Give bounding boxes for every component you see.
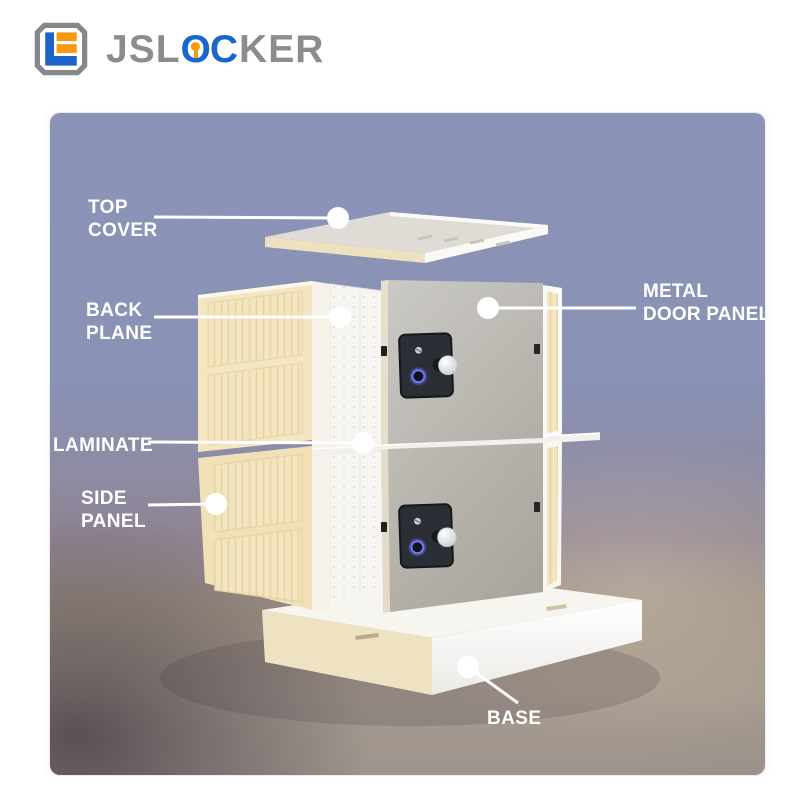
callout-label-line: TOP [88,197,128,218]
callout-label-line: LAMINATE [53,435,153,456]
keyhole-icon [190,41,200,51]
top-cover-3d [265,212,548,263]
wordmark-right: KER [239,27,325,71]
callout-label-line: METAL [643,281,709,302]
leader-dots [205,207,499,678]
leader-dot-top-cover [327,207,349,229]
callout-base: BASE [487,707,541,730]
callout-label-line: SIDE [81,488,127,509]
callout-label-line: PANEL [81,511,146,532]
locker-exploded-view-image: TOP COVER BACK PLANE METAL DOOR PANEL LA… [50,113,765,775]
cabinet-frame-3d [543,285,562,592]
callout-label-line: BACK [86,300,143,321]
callout-label-line: DOOR PANEL [643,304,765,325]
base-3d [262,578,642,695]
wordmark-lock-monogram: OC [180,27,238,71]
locker-3d-render [147,207,660,726]
leader-line-laminate [147,440,364,445]
callout-label-line: PLANE [86,323,153,344]
leader-dot-laminate [352,432,374,454]
leader-dot-back-plane [329,306,351,328]
callout-back-plane: BACK PLANE [86,299,152,345]
callout-label-line: COVER [88,220,158,241]
locker-logo-icon [33,21,89,77]
smart-lock-upper [398,332,458,399]
callout-side-panel: SIDE PANEL [81,487,146,533]
leader-dot-base [457,656,479,678]
callout-metal-door-panel: METAL DOOR PANEL [643,280,765,326]
callout-laminate: LAMINATE [53,434,153,457]
keyhole-stem-icon [193,48,198,58]
leader-dot-side-panel [205,493,227,515]
callout-top-cover: TOP COVER [88,196,158,242]
leader-line-side-panel [147,502,217,507]
smart-lock-lower [398,503,457,569]
wordmark-left: JSL [106,27,181,71]
leader-line-top-cover [153,215,339,220]
callout-label-line: BASE [487,708,542,729]
leader-dot-metal-door-panel [477,297,499,319]
metal-door-panel-3d [381,280,543,613]
side-panel-3d [198,281,330,612]
